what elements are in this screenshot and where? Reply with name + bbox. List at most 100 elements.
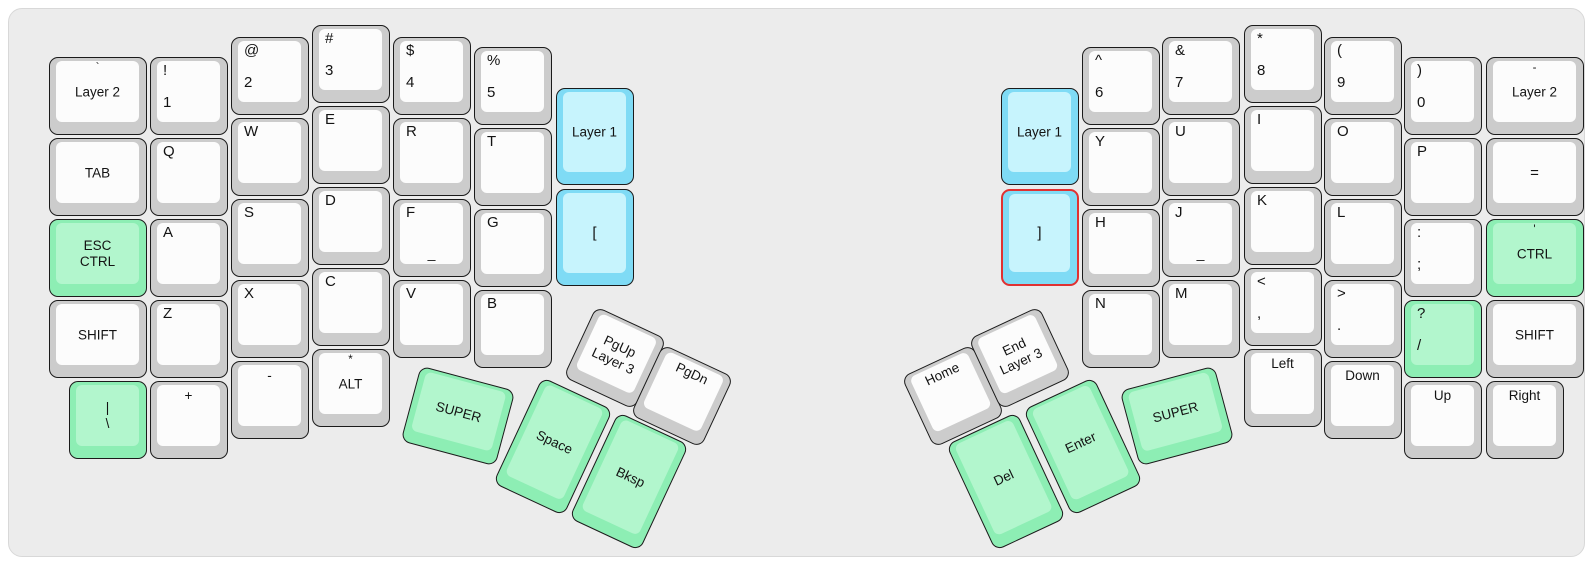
keycap-top: ^6 bbox=[1089, 51, 1152, 112]
key-shift-left[interactable]: SHIFT bbox=[49, 300, 147, 378]
keycap-top: D bbox=[319, 191, 382, 252]
key-arrow-left[interactable]: Left bbox=[1244, 349, 1322, 427]
key-legend: : bbox=[1417, 224, 1422, 241]
key-w[interactable]: W bbox=[231, 118, 309, 196]
key-j[interactable]: J_ bbox=[1162, 199, 1240, 277]
key-r[interactable]: R bbox=[393, 118, 471, 196]
key-legend: ^ bbox=[1095, 52, 1103, 69]
keycap-top: :; bbox=[1411, 223, 1474, 284]
key-t[interactable]: T bbox=[474, 128, 552, 206]
key-legend: Layer 1 bbox=[1016, 124, 1063, 140]
key-i[interactable]: I bbox=[1244, 106, 1322, 184]
key-q[interactable]: Q bbox=[150, 138, 228, 216]
key-legend: | bbox=[105, 399, 110, 415]
key-layer1-left[interactable]: Layer 1 bbox=[556, 88, 634, 185]
key-legend: 5 bbox=[487, 83, 496, 101]
key-super-right[interactable]: SUPER bbox=[1119, 365, 1235, 467]
key-plus[interactable]: + bbox=[150, 381, 228, 459]
key-c[interactable]: C bbox=[312, 268, 390, 346]
key-z[interactable]: Z bbox=[150, 300, 228, 378]
key-v[interactable]: V bbox=[393, 280, 471, 358]
key-question-slash[interactable]: ?/ bbox=[1404, 300, 1482, 378]
key-star-8[interactable]: *8 bbox=[1244, 25, 1322, 103]
key-equals[interactable]: = bbox=[1486, 138, 1584, 216]
keycap-top: U bbox=[1169, 122, 1232, 183]
key-legend: E bbox=[325, 111, 336, 128]
keycap-top: ?/ bbox=[1411, 304, 1474, 365]
key-legend: ? bbox=[1417, 305, 1426, 322]
key-minus-layer2[interactable]: -Layer 2 bbox=[1486, 57, 1584, 135]
key-g[interactable]: G bbox=[474, 209, 552, 287]
keycap-top: R bbox=[400, 122, 463, 183]
keycap-top: F_ bbox=[400, 203, 463, 264]
key-legend: P bbox=[1417, 143, 1428, 160]
keycap-top: C bbox=[319, 272, 382, 333]
key-p[interactable]: P bbox=[1404, 138, 1482, 216]
key-lparen-9[interactable]: (9 bbox=[1324, 37, 1402, 115]
key-layer1-right[interactable]: Layer 1 bbox=[1001, 88, 1079, 185]
keycap-top: )0 bbox=[1411, 61, 1474, 122]
keycap-top: !1 bbox=[157, 61, 220, 122]
keycap-top: P bbox=[1411, 142, 1474, 203]
key-y[interactable]: Y bbox=[1082, 128, 1160, 206]
key-legend: TAB bbox=[84, 165, 111, 180]
key-legend: ; bbox=[1417, 255, 1422, 273]
key-pct-5[interactable]: %5 bbox=[474, 47, 552, 125]
keycap-top: >. bbox=[1331, 284, 1394, 345]
key-excl-1[interactable]: !1 bbox=[150, 57, 228, 135]
key-d[interactable]: D bbox=[312, 187, 390, 265]
key-legend: 2 bbox=[244, 73, 253, 91]
key-l[interactable]: L bbox=[1324, 199, 1402, 277]
key-h[interactable]: H bbox=[1082, 209, 1160, 287]
key-rbracket[interactable]: ] bbox=[1001, 189, 1079, 286]
key-arrow-down[interactable]: Down bbox=[1324, 361, 1402, 439]
key-b[interactable]: B bbox=[474, 290, 552, 368]
key-legend: B bbox=[487, 295, 498, 312]
key-n[interactable]: N bbox=[1082, 290, 1160, 368]
key-u[interactable]: U bbox=[1162, 118, 1240, 196]
key-legend: I bbox=[1257, 111, 1262, 128]
key-super-left[interactable]: SUPER bbox=[400, 365, 516, 467]
key-arrow-up[interactable]: Up bbox=[1404, 381, 1482, 459]
key-x[interactable]: X bbox=[231, 280, 309, 358]
key-k[interactable]: K bbox=[1244, 187, 1322, 265]
key-quote-ctrl[interactable]: 'CTRL bbox=[1486, 219, 1584, 297]
key-gt-period[interactable]: >. bbox=[1324, 280, 1402, 358]
key-tab[interactable]: TAB bbox=[49, 138, 147, 216]
key-m[interactable]: M bbox=[1162, 280, 1240, 358]
key-f[interactable]: F_ bbox=[393, 199, 471, 277]
key-colon-semicolon[interactable]: :; bbox=[1404, 219, 1482, 297]
key-lbracket[interactable]: [ bbox=[556, 189, 634, 286]
key-star-alt[interactable]: *ALT bbox=[312, 349, 390, 427]
key-e[interactable]: E bbox=[312, 106, 390, 184]
key-rparen-0[interactable]: )0 bbox=[1404, 57, 1482, 135]
key-shift-right[interactable]: SHIFT bbox=[1486, 300, 1584, 378]
keycap-top: A bbox=[157, 223, 220, 284]
key-legend: ` bbox=[95, 62, 100, 74]
key-legend: O bbox=[1337, 123, 1349, 140]
key-grave-layer2[interactable]: `Layer 2 bbox=[49, 57, 147, 135]
key-lt-comma[interactable]: <, bbox=[1244, 268, 1322, 346]
key-s[interactable]: S bbox=[231, 199, 309, 277]
key-at-2[interactable]: @2 bbox=[231, 37, 309, 115]
key-legend: Space bbox=[533, 427, 575, 458]
key-amp-7[interactable]: &7 bbox=[1162, 37, 1240, 115]
key-hash-3[interactable]: #3 bbox=[312, 25, 390, 103]
keycap-top: T bbox=[481, 132, 544, 193]
key-o[interactable]: O bbox=[1324, 118, 1402, 196]
keycap-top: SHIFT bbox=[56, 304, 139, 365]
key-arrow-right[interactable]: Right bbox=[1486, 381, 1564, 459]
keycap-top: *ALT bbox=[319, 353, 382, 414]
key-minus[interactable]: - bbox=[231, 361, 309, 439]
key-caret-6[interactable]: ^6 bbox=[1082, 47, 1160, 125]
keycap-top: SUPER bbox=[1127, 371, 1224, 452]
key-legend: Z bbox=[163, 305, 173, 322]
key-pipe-backslash[interactable]: |\ bbox=[69, 381, 147, 459]
keycap-top: Layer 1 bbox=[1008, 92, 1071, 172]
key-a[interactable]: A bbox=[150, 219, 228, 297]
key-dollar-4[interactable]: $4 bbox=[393, 37, 471, 115]
key-legend: H bbox=[1095, 214, 1106, 231]
keycap-top: Q bbox=[157, 142, 220, 203]
